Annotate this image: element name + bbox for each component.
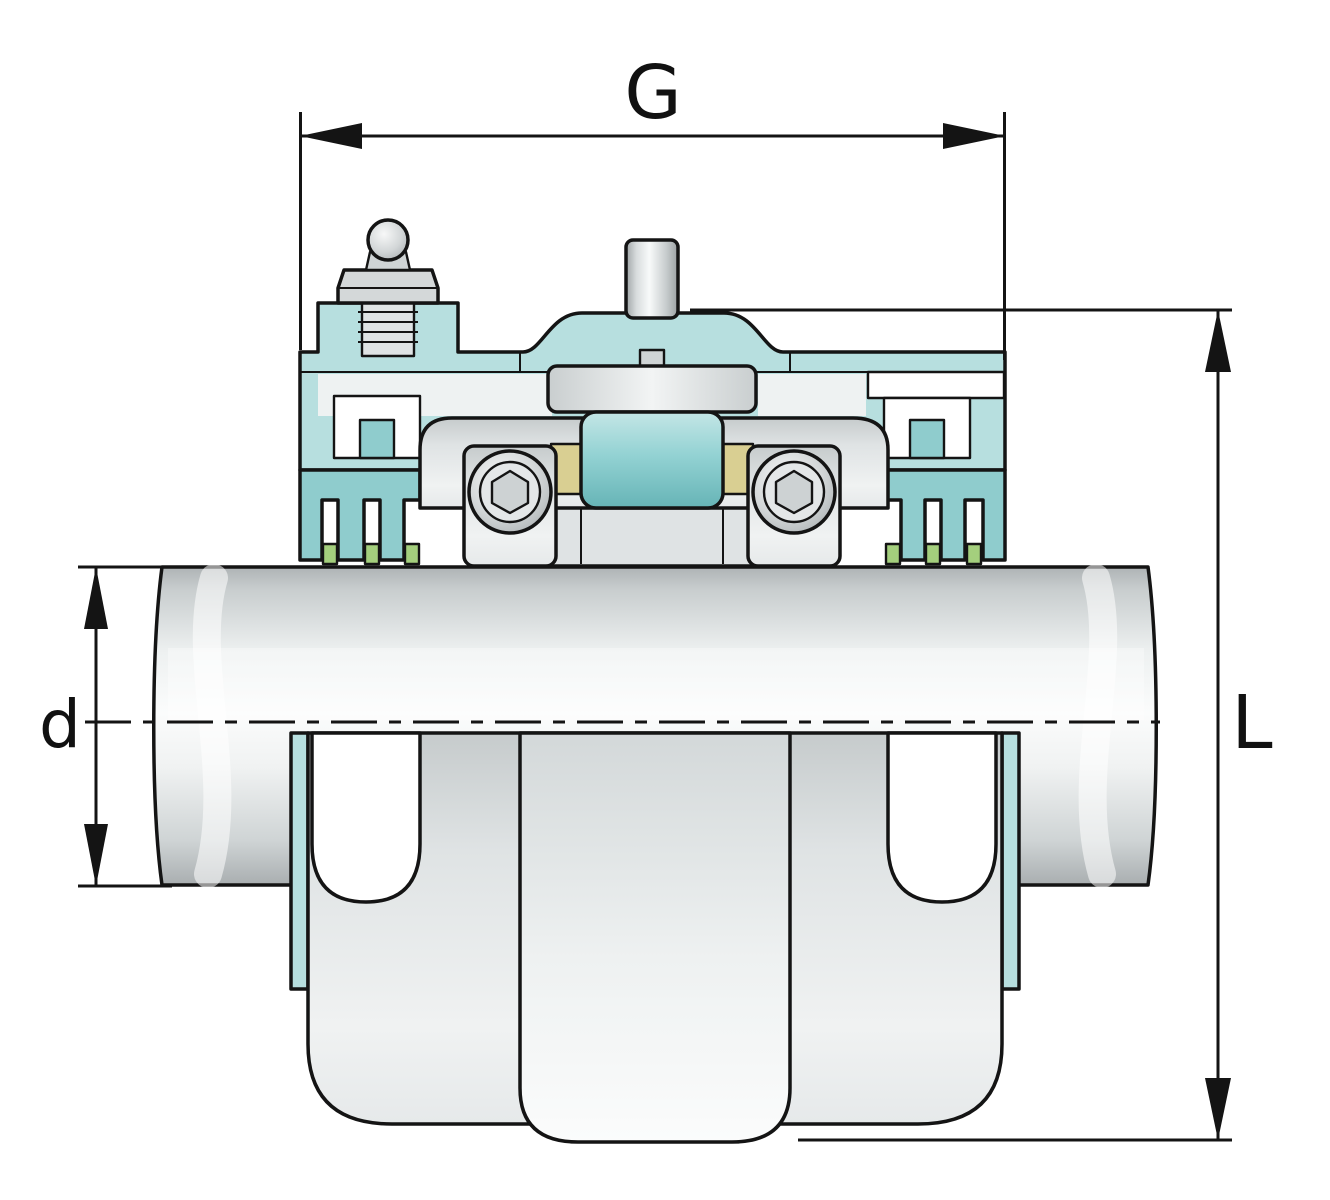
seal-lip-right-2: [924, 542, 942, 566]
dimension-l-label: L: [1231, 680, 1272, 766]
base-tongue: [518, 731, 792, 1144]
labyrinth-comb-left: [298, 468, 422, 562]
stud-cylinder: [624, 238, 680, 320]
seal-tooth-right: [908, 418, 946, 460]
dim-d-arrow-top: [84, 567, 108, 629]
dim-l-arrow-bottom: [1205, 1078, 1231, 1140]
base-teal-strip-left: [289, 731, 310, 991]
labyrinth-seal-left: [298, 468, 422, 566]
dim-g-arrow-right: [943, 123, 1005, 149]
inner-ring: [549, 502, 755, 568]
seal-lip-left-3: [403, 542, 421, 566]
seal-lip-left-2: [363, 542, 381, 566]
clamp-screw-left: [467, 449, 553, 535]
hex-socket-right: [774, 469, 814, 515]
hex-socket-left: [490, 469, 530, 515]
seal-groove-right: [886, 731, 998, 904]
stud-plate: [546, 364, 758, 414]
seal-lip-right-1: [884, 542, 902, 566]
seal-lip-left-1: [321, 542, 339, 566]
labyrinth-comb-right: [883, 468, 1007, 562]
seal-tooth-left: [358, 418, 396, 460]
dim-d-arrow-bottom: [84, 824, 108, 886]
housing-base: [289, 731, 1021, 1144]
base-teal-strip-right: [1000, 731, 1021, 991]
roller: [579, 410, 725, 510]
cap-bore-right: [758, 374, 866, 416]
bearing-assembly: [418, 410, 890, 568]
dim-l-arrow-top: [1205, 310, 1231, 372]
grease-fitting-shank: [360, 300, 416, 358]
dimension-l: L: [690, 308, 1273, 1142]
seal-groove-left: [310, 731, 422, 904]
dimension-d: d: [39, 565, 172, 888]
grease-fitting-nut: [336, 268, 440, 305]
grease-fitting-ball: [366, 218, 410, 262]
shaft-highlight-band: [168, 648, 1144, 720]
dimension-g: G: [299, 50, 1006, 360]
center-stud: [546, 238, 758, 418]
shaft-highlight-left: [192, 564, 232, 888]
clamp-screw-right: [751, 449, 837, 535]
cap-groove-right: [866, 370, 1006, 400]
seal-lip-right-3: [965, 542, 983, 566]
labyrinth-seal-right: [883, 468, 1007, 566]
shaft-highlight-right: [1078, 564, 1118, 888]
dimension-g-label: G: [624, 50, 681, 136]
dim-g-arrow-left: [300, 123, 362, 149]
dimension-d-label: d: [39, 686, 81, 763]
grease-fitting: [336, 218, 440, 358]
